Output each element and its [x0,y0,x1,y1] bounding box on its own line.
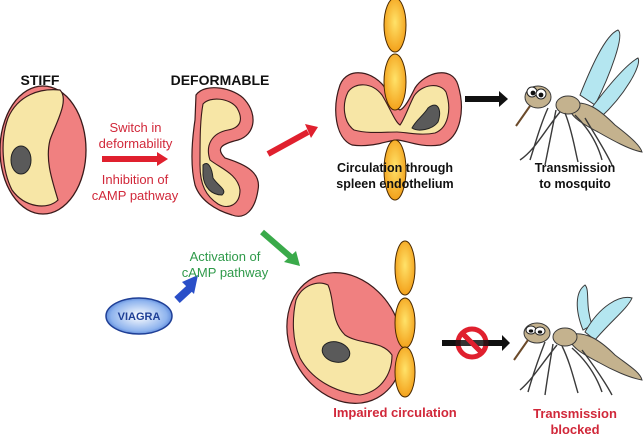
no-entry-icon [442,326,502,360]
mosquito-icon [513,284,643,396]
transmission-label-line1: Transmission [534,161,616,175]
deformable-cell [191,87,259,217]
activation-label-line1: Activation of [189,249,261,264]
mosquito-icon [515,29,643,166]
nucleus [321,341,351,363]
endothelial-cell [383,53,407,111]
inhibition-label-line1: Inhibition of [101,172,169,187]
stiff-title: STIFF [20,72,60,88]
switch-label-line2: deformability [98,136,173,151]
inhibition-label-line2: cAMP pathway [91,188,179,203]
switch-arrow [102,152,168,166]
deformable-title: DEFORMABLE [170,72,270,88]
transmission-arrow [465,91,508,107]
viagra-arrow [174,275,198,303]
activation-arrow [260,229,300,266]
switch-label-line1: Switch in [109,120,162,135]
nucleus [411,104,441,131]
circulation-arrow [266,124,318,157]
endothelial-cell [394,240,416,296]
endothelial-cell [394,297,416,349]
blocked-cell [286,240,416,404]
activation-label-line2: cAMP pathway [181,265,269,280]
impaired-label: Impaired circulation [333,405,457,420]
spleen-passage [335,0,462,201]
endothelial-cell [394,346,416,398]
blocked-label-line1: Transmission [533,406,617,421]
circulation-label-line2: spleen endothelium [336,177,454,191]
stiff-cell [0,85,87,215]
nucleus [202,163,225,196]
nucleus [10,145,32,175]
transmission-label-line2: to mosquito [539,177,611,191]
blocked-label-line2: blocked [550,422,600,437]
viagra-label: VIAGRA [117,311,161,323]
circulation-label-line1: Circulation through [337,161,453,175]
endothelial-cell [383,139,407,201]
endothelial-cell [383,0,407,53]
viagra-pill [105,297,173,335]
